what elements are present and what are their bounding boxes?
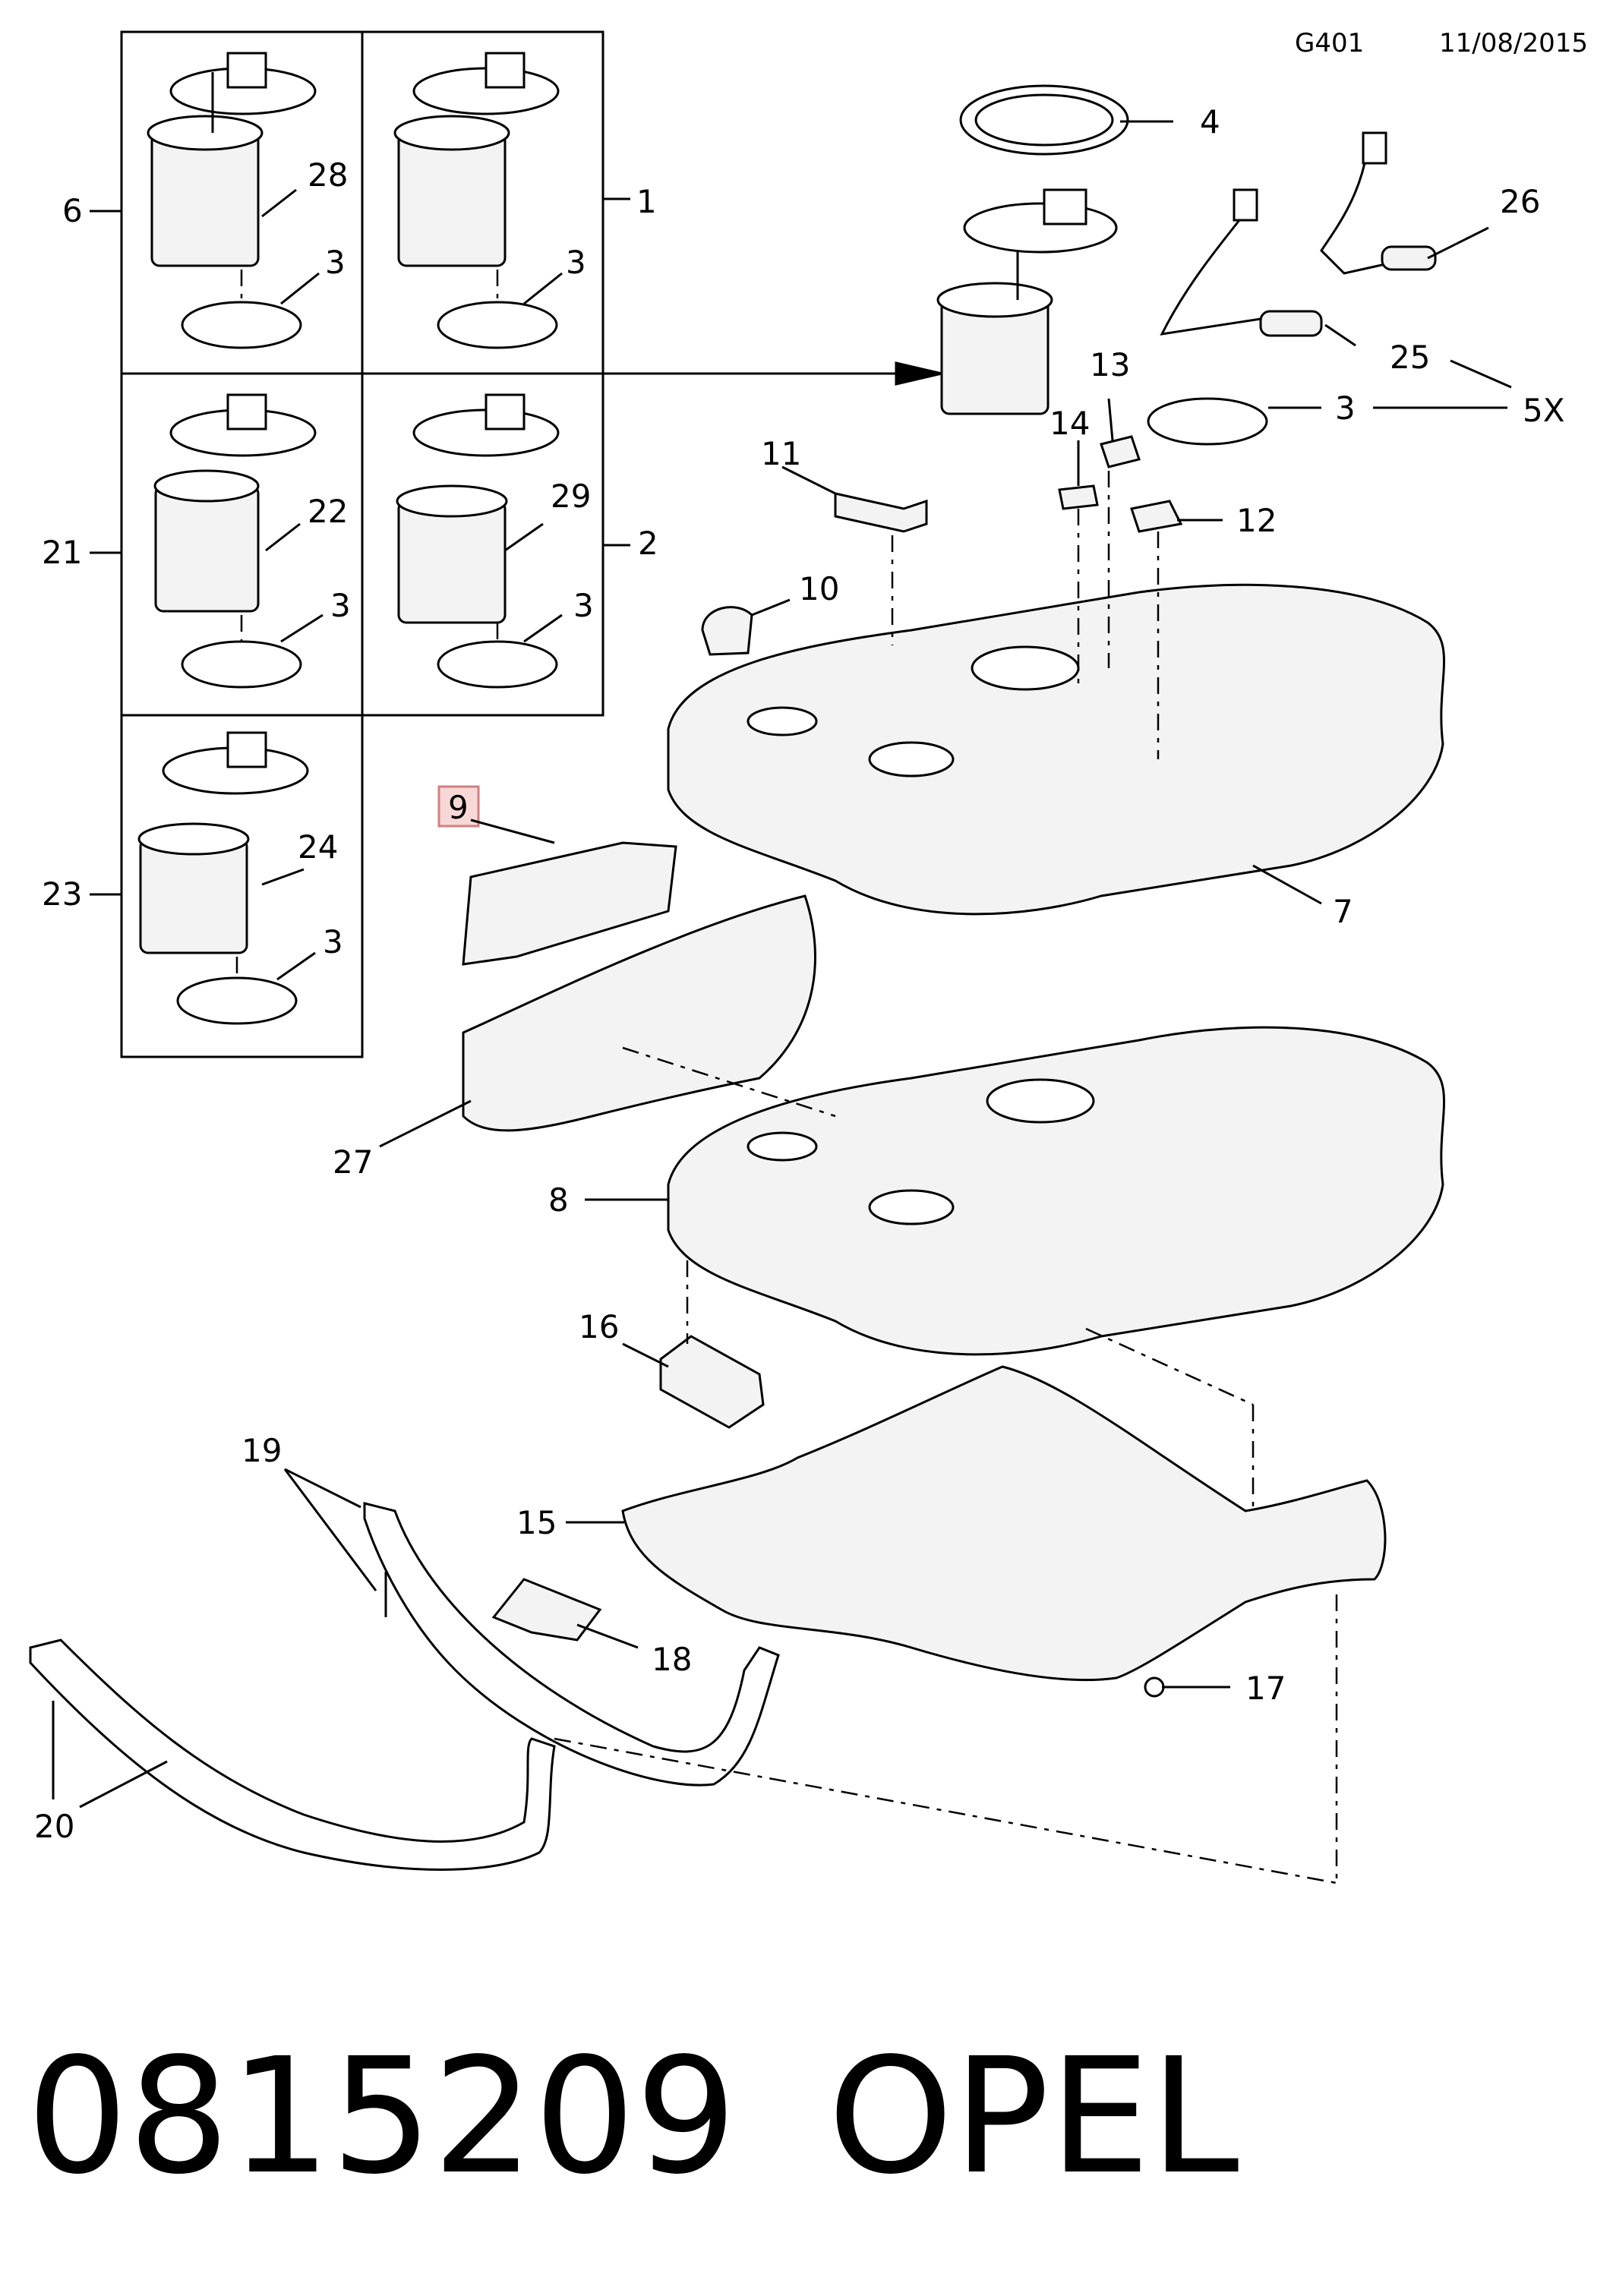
fuel-tank-8	[622, 1026, 1446, 1356]
callout-15: 15	[516, 1504, 557, 1541]
callout-26: 26	[1500, 183, 1540, 220]
callout-18: 18	[652, 1641, 692, 1678]
pump-module-24	[137, 731, 309, 1025]
callout-1: 1	[636, 183, 657, 220]
strap-20	[29, 1638, 1337, 1884]
callout-3-b: 3	[566, 244, 586, 281]
callout-8: 8	[548, 1181, 569, 1219]
callout-29: 29	[551, 478, 591, 515]
callout-3-a: 3	[325, 244, 346, 281]
pump-module-1	[393, 52, 560, 349]
pump-module-22	[153, 393, 317, 689]
callout-11: 11	[761, 435, 801, 472]
diagram-date: 11/08/2015	[1439, 28, 1588, 58]
pad-16	[659, 1260, 765, 1429]
part-number: 0815209	[27, 2023, 737, 2209]
callout-7: 7	[1333, 893, 1353, 930]
callout-10: 10	[799, 570, 839, 607]
lock-ring	[959, 84, 1129, 156]
callout-24: 24	[298, 828, 338, 866]
callout-2: 2	[638, 525, 658, 562]
underbody-shield-15	[621, 1327, 1387, 1883]
callout-3-d: 3	[573, 587, 594, 624]
cap-10	[701, 606, 753, 656]
fuel-pump-module	[936, 188, 1118, 415]
callout-12: 12	[1236, 502, 1277, 539]
diagram-code: G401	[1295, 28, 1364, 58]
strap-19	[363, 1502, 780, 1787]
callout-4: 4	[1200, 103, 1220, 140]
callout-3-c: 3	[330, 587, 351, 624]
clip-12	[1130, 500, 1183, 533]
leader-lines	[52, 120, 1512, 1809]
bolt-17	[1144, 1676, 1165, 1698]
callout-23: 23	[42, 875, 82, 913]
callout-14: 14	[1050, 405, 1090, 442]
callout-5x: 5X	[1523, 392, 1565, 429]
callout-9: 9	[448, 789, 469, 826]
seal-ring	[1147, 397, 1268, 446]
pump-module-28	[147, 52, 317, 349]
brand-name: OPEL	[828, 2023, 1239, 2209]
callout-16: 16	[579, 1308, 619, 1345]
bracket-18	[491, 1578, 602, 1642]
level-sender-25	[1160, 188, 1323, 337]
callout-20: 20	[34, 1808, 74, 1845]
callout-28: 28	[308, 156, 348, 194]
clip-13	[1100, 435, 1141, 468]
callout-6: 6	[62, 192, 83, 229]
pump-module-29	[396, 393, 560, 689]
callout-13: 13	[1090, 346, 1130, 383]
callout-3-e: 3	[323, 923, 343, 960]
callout-17: 17	[1245, 1670, 1286, 1707]
level-sender-26	[1320, 131, 1437, 275]
heat-shield-27	[462, 894, 816, 1132]
fuel-tank-7	[667, 471, 1446, 916]
callout-27: 27	[333, 1143, 373, 1181]
clip-14	[1058, 484, 1099, 510]
callout-25: 25	[1390, 339, 1430, 376]
callout-3-f: 3	[1335, 390, 1356, 427]
cover-9	[437, 785, 677, 966]
callout-21: 21	[42, 534, 82, 571]
callout-22: 22	[308, 493, 348, 530]
clip-11	[834, 492, 928, 533]
callout-19: 19	[241, 1432, 282, 1469]
callout-labels: 6 1 28 3 3 21 2 22 29 3 3 23 24 3 4 26 2…	[34, 103, 1565, 1845]
